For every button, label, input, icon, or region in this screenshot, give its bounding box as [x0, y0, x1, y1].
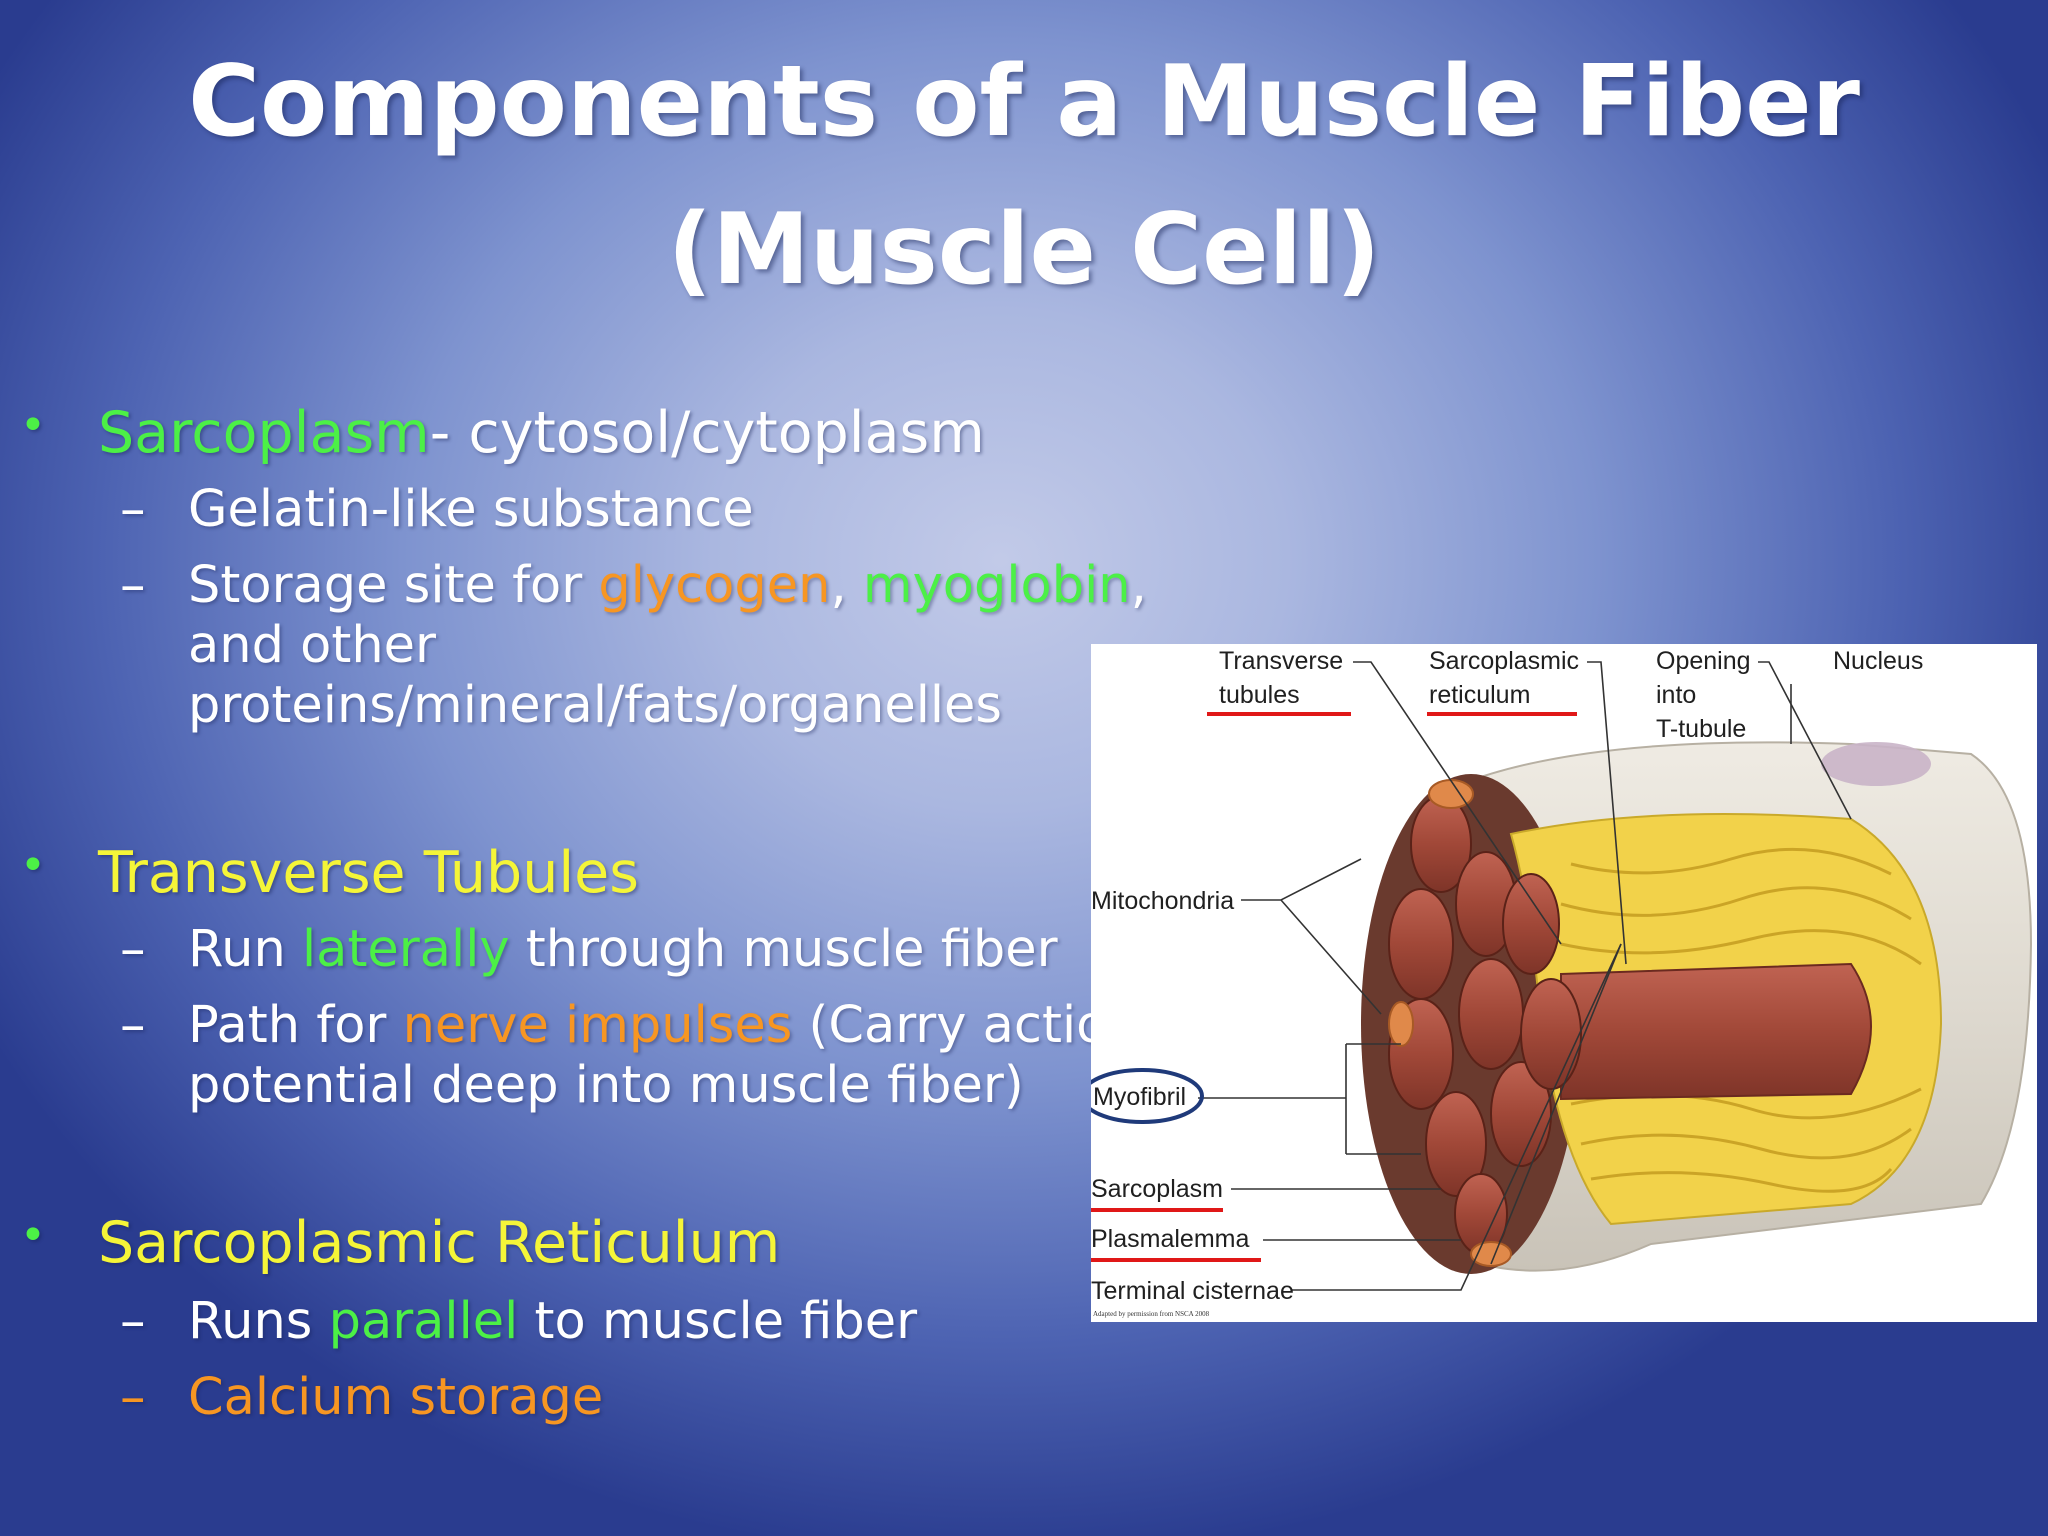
sub-dash: – [120, 556, 146, 615]
red-underline [1207, 712, 1351, 716]
sub-text: proteins/mineral/fats/organelles [188, 676, 1003, 735]
bullet-marker: • [20, 400, 46, 451]
label-myofibril: Myofibril [1093, 1083, 1187, 1111]
sub-text: Gelatin-like substance [188, 480, 754, 539]
sub-text: , [1130, 556, 1147, 615]
sub-text: Runs [188, 1292, 329, 1351]
sub-text: (Carry actio [792, 996, 1108, 1055]
sub-text: potential deep into muscle fiber) [188, 1056, 1024, 1115]
red-underline [1427, 712, 1577, 716]
label-nucleus: Nucleus [1833, 647, 1924, 675]
sub-text: , [830, 556, 863, 615]
sub-text: Run [188, 920, 303, 979]
label-sarcoplasmic-reticulum: Sarcoplasmic reticulum [1429, 644, 1579, 712]
red-underline [1091, 1258, 1261, 1262]
label-plasmalemma: Plasmalemma [1091, 1225, 1250, 1253]
sub-dash: – [120, 1368, 146, 1427]
bullet-marker: • [20, 840, 46, 891]
label-line: Opening [1656, 647, 1751, 675]
highlight-term: myoglobin [862, 556, 1131, 615]
label-line: tubules [1219, 681, 1300, 709]
sub-dash: – [120, 996, 146, 1055]
sub-text: to muscle fiber [518, 1292, 918, 1351]
label-line: Transverse [1219, 647, 1344, 675]
bullet-list: • Sarcoplasm- cytosol/cytoplasm – Gelati… [20, 400, 1147, 1427]
sub-text: and other [188, 616, 437, 675]
slide-title: Components of a Muscle Fiber (Muscle Cel… [0, 28, 2048, 324]
bullet-marker: • [20, 1210, 46, 1261]
label-line: reticulum [1429, 681, 1531, 709]
label-terminal-cisternae: Terminal cisternae [1091, 1277, 1294, 1305]
red-underline [1091, 1208, 1223, 1212]
title-line-1: Components of a Muscle Fiber [188, 45, 1860, 159]
highlight-term: laterally [302, 920, 510, 979]
muscle-fiber-diagram: Transverse tubules Sarcoplasmic reticulu… [1091, 644, 2037, 1322]
label-line: T-tubule [1656, 715, 1747, 743]
figure-credit: Adapted by permission from NSCA 2008 [1093, 1310, 1210, 1318]
sub-text: Calcium storage [188, 1368, 604, 1427]
bullet-term: Transverse Tubules [98, 840, 639, 906]
bullet-term: Sarcoplasmic Reticulum [98, 1210, 781, 1276]
label-line: Sarcoplasmic [1429, 647, 1580, 675]
muscle-fiber-illustration [1091, 661, 2033, 1291]
sub-text: through muscle fiber [509, 920, 1058, 979]
highlight-term: nerve impulses [402, 996, 793, 1055]
label-line: into [1656, 681, 1697, 709]
sub-dash: – [120, 1292, 146, 1351]
label-mitochondria: Mitochondria [1091, 887, 1235, 915]
title-line-2: (Muscle Cell) [667, 193, 1381, 307]
sub-text: Storage site for [188, 556, 599, 615]
bullet-text: - cytosol/cytoplasm [429, 400, 985, 466]
sub-text: Path for [188, 996, 403, 1055]
sub-dash: – [120, 480, 146, 539]
label-opening-t-tubule: Opening into T-tubule [1656, 644, 1751, 746]
sub-dash: – [120, 920, 146, 979]
highlight-term: parallel [328, 1292, 519, 1351]
label-transverse-tubules: Transverse tubules [1219, 644, 1343, 712]
highlight-term: glycogen [598, 556, 831, 615]
bullet-term: Sarcoplasm [98, 400, 430, 466]
label-sarcoplasm: Sarcoplasm [1091, 1175, 1223, 1203]
